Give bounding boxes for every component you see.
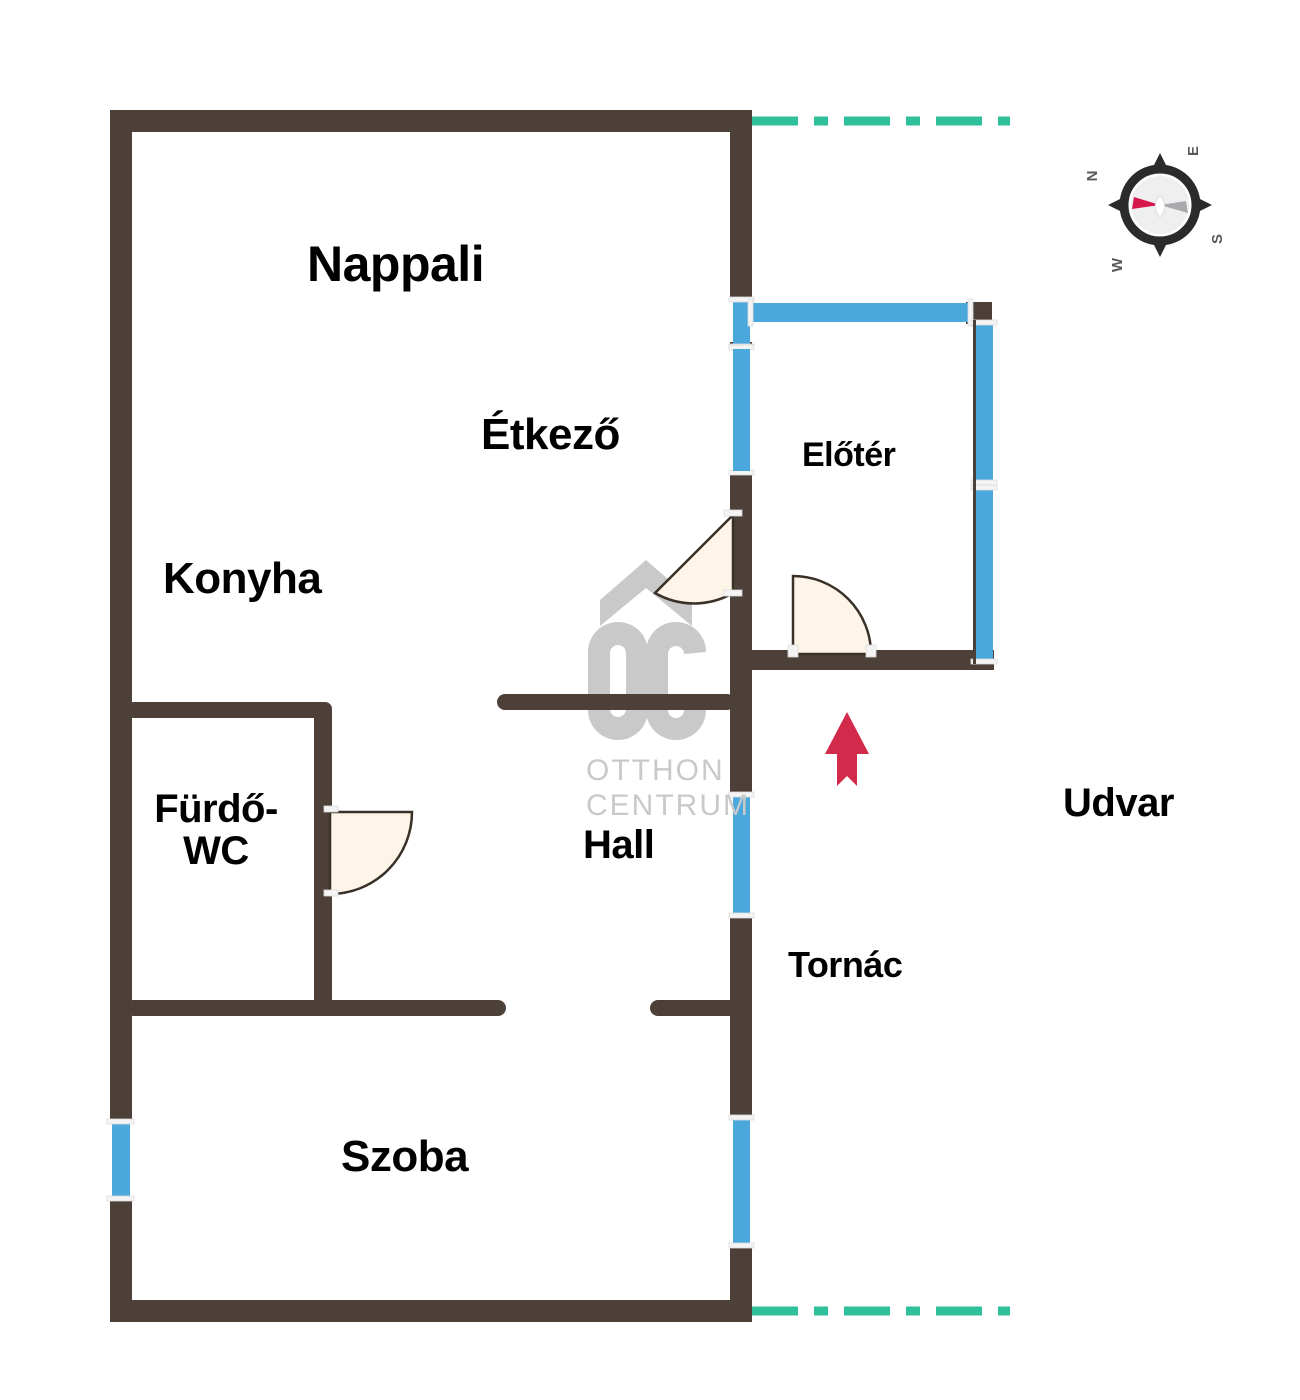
exterior-wall-right-c (730, 472, 752, 795)
compass-label-south: S (1209, 234, 1226, 244)
door-etkezo-hall (652, 509, 743, 605)
window-elotér-east-upper (970, 319, 998, 486)
bath-wall-bottom (126, 1000, 506, 1016)
window-szoba-east (728, 1114, 755, 1249)
room-label-nappali: Nappali (307, 236, 485, 292)
room-label-udvar: Udvar (1063, 781, 1174, 825)
window-elotér-north (747, 298, 974, 327)
compass-label-west: W (1109, 257, 1126, 272)
window-hall-east (728, 791, 755, 919)
watermark-letter-c (646, 622, 706, 740)
window-szoba-west (106, 1118, 135, 1202)
compass-label-north: N (1084, 171, 1101, 182)
door-group (323, 509, 877, 897)
hall-szoba-divider (650, 1000, 748, 1016)
room-label-furdo-wc: Fürdő- WC (154, 787, 278, 874)
exterior-wall-top (110, 110, 752, 132)
window-elotér-east-lower (970, 484, 998, 665)
property-boundary-group (752, 116, 1010, 1316)
compass-label-east: E (1185, 146, 1202, 156)
room-label-szoba: Szoba (341, 1132, 469, 1181)
room-label-hall: Hall (583, 823, 655, 867)
exterior-wall-left-lower (110, 1200, 132, 1322)
room-label-etkezo: Étkező (481, 410, 620, 459)
exterior-wall-bottom (110, 1300, 752, 1322)
elotér-east-jamb (973, 320, 976, 664)
compass-rose: N E S W (1084, 146, 1226, 272)
watermark-line-centrum: CENTRUM (586, 789, 750, 822)
exterior-wall-left-upper (110, 110, 132, 1122)
bath-wall-top (126, 702, 330, 718)
room-label-elotér: Előtér (802, 436, 896, 474)
exterior-wall-right-e (730, 1245, 752, 1322)
exterior-wall-right-a (730, 110, 752, 302)
exterior-wall-right-d (730, 915, 752, 1118)
watermark-letter-o (588, 622, 648, 740)
room-label-konyha: Konyha (163, 554, 322, 603)
entrance-direction-arrow (825, 712, 869, 786)
watermark-line-otthon: OTTHON (586, 754, 725, 787)
door-elotér-entry (787, 574, 877, 658)
bath-wall-right (314, 702, 332, 1006)
room-label-tornac: Tornác (788, 944, 903, 985)
wall-group (110, 110, 994, 1322)
window-group (106, 296, 998, 1249)
door-furdo-wc (323, 805, 414, 897)
kitchen-hall-divider (497, 694, 735, 710)
window-elotér-west (733, 349, 750, 471)
